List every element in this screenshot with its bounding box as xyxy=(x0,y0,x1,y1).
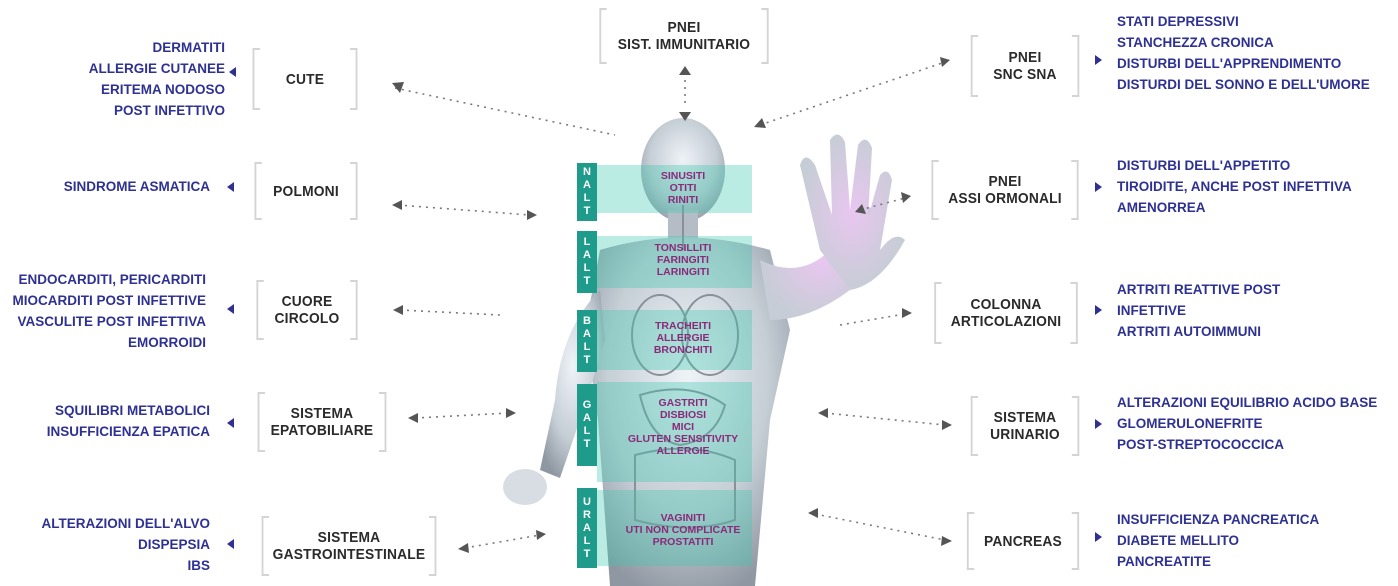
arrow-right-icon xyxy=(1095,305,1102,315)
arrow-right-icon xyxy=(1095,532,1102,542)
arrow-left-icon xyxy=(227,182,234,192)
arrow-right-icon xyxy=(1095,55,1102,65)
arrow-left-icon xyxy=(227,539,234,549)
list-polmoni: SINDROME ASMATICA xyxy=(64,176,210,197)
arrow-left-icon xyxy=(229,67,236,77)
box-polmoni: POLMONI xyxy=(254,162,357,220)
arrow-left-icon xyxy=(227,304,234,314)
arrow-right-icon xyxy=(1095,182,1102,192)
box-pancreas: PANCREAS xyxy=(967,512,1079,570)
box-cute: CUTE xyxy=(253,48,358,110)
arrow-right-icon xyxy=(1095,419,1102,429)
arrow-left-icon xyxy=(227,418,234,428)
